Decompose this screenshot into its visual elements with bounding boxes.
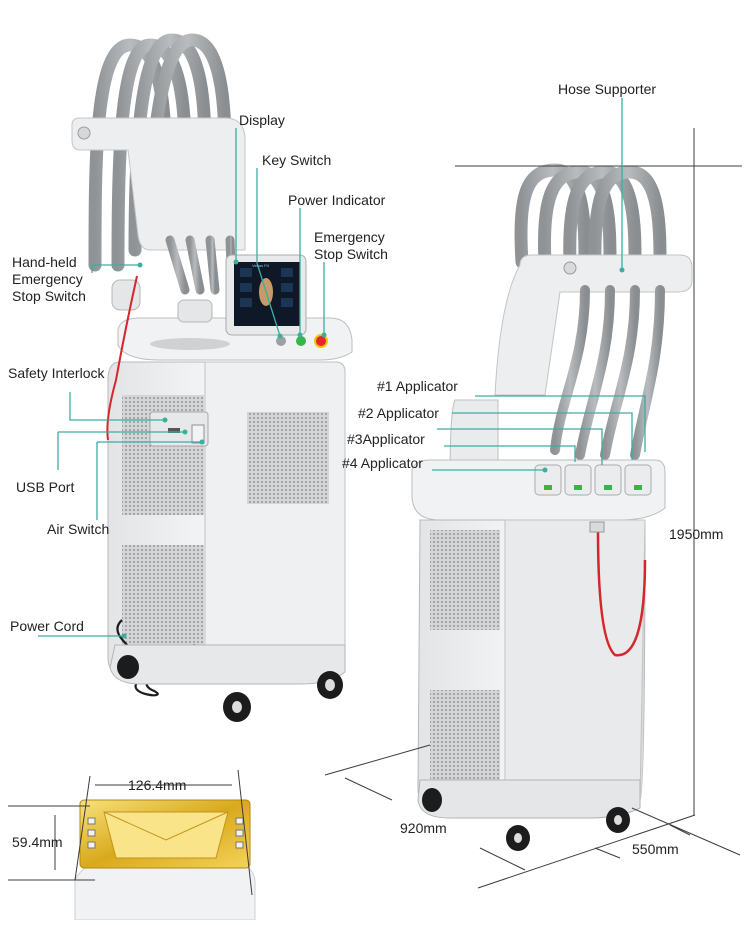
- right-hoses: [514, 163, 667, 269]
- applicator-dimension-lines: [8, 769, 253, 896]
- right-hose-drops: [550, 285, 665, 460]
- label-handheld-emergency-stop: Hand-held Emergency Stop Switch: [12, 254, 86, 304]
- left-screen: [225, 254, 307, 336]
- left-wheel-3: [117, 655, 139, 679]
- right-wheel-1: [422, 788, 442, 812]
- label-applicator-1: #1 Applicator: [377, 378, 458, 394]
- left-wheel-2-hub: [325, 679, 335, 691]
- label-key-switch: Key Switch: [262, 152, 332, 168]
- label-power-cord: Power Cord: [10, 618, 84, 634]
- right-applicator-slots: [534, 464, 652, 496]
- left-handle-slot: [150, 338, 230, 350]
- applicator-detail: [8, 769, 256, 921]
- right-wheel-3-hub: [614, 815, 622, 825]
- dimension-applicator-height: 59.4mm: [12, 834, 63, 850]
- label-applicator-4: #4 Applicator: [342, 455, 423, 471]
- right-base: [417, 779, 641, 819]
- left-key-switch: [276, 336, 286, 346]
- left-emergency-button: [314, 334, 328, 348]
- label-air-switch: Air Switch: [47, 521, 110, 537]
- label-emergency-stop-switch: Emergency Stop Switch: [314, 229, 388, 262]
- dimension-applicator-width: 126.4mm: [128, 777, 187, 793]
- label-hose-supporter: Hose Supporter: [558, 81, 657, 97]
- label-power-indicator: Power Indicator: [288, 192, 386, 208]
- left-grille-side: [247, 412, 329, 504]
- right-red-hose: [596, 529, 647, 657]
- right-body-front: [504, 519, 646, 801]
- left-red-cable: [106, 275, 138, 441]
- dimension-height: 1950mm: [669, 526, 724, 542]
- right-supporter-knob: [563, 261, 577, 275]
- label-safety-interlock: Safety Interlock: [8, 365, 105, 381]
- left-machine: [71, 33, 353, 722]
- callout-lines: [38, 98, 646, 637]
- right-machine: [411, 163, 693, 851]
- right-dimension-lines: [324, 128, 742, 889]
- right-grille-bottom: [430, 690, 500, 790]
- right-hose-supporter: [494, 254, 693, 396]
- left-power-indicator: [296, 336, 306, 346]
- label-usb-port: USB Port: [16, 479, 75, 495]
- right-connector: [589, 521, 605, 533]
- label-applicator-2: #2 Applicator: [358, 405, 439, 421]
- screen-brand-text: Venus Fit: [252, 263, 269, 268]
- left-base: [109, 644, 346, 685]
- label-display: Display: [239, 112, 285, 128]
- applicator-gold-cup: [103, 811, 229, 859]
- left-air-switch: [191, 424, 205, 444]
- left-applicator-a: [177, 299, 213, 323]
- dimension-depth: 920mm: [400, 820, 447, 836]
- callout-dots: [121, 259, 625, 639]
- right-grille-top: [430, 530, 500, 630]
- left-hose-supporter: [71, 117, 246, 251]
- left-applicator-b: [111, 279, 141, 311]
- label-applicator-3: #3Applicator: [347, 431, 425, 447]
- applicator-cup-fold: [103, 811, 229, 841]
- left-wheel-1-hub: [232, 701, 242, 713]
- right-wheel-2-hub: [514, 833, 522, 843]
- dimension-width: 550mm: [632, 841, 679, 857]
- left-supporter-knob: [77, 126, 91, 140]
- left-usb: [168, 428, 180, 433]
- left-grille-bottom: [122, 545, 204, 645]
- applicator-led-dots: [87, 817, 244, 849]
- left-body-side: [204, 361, 346, 673]
